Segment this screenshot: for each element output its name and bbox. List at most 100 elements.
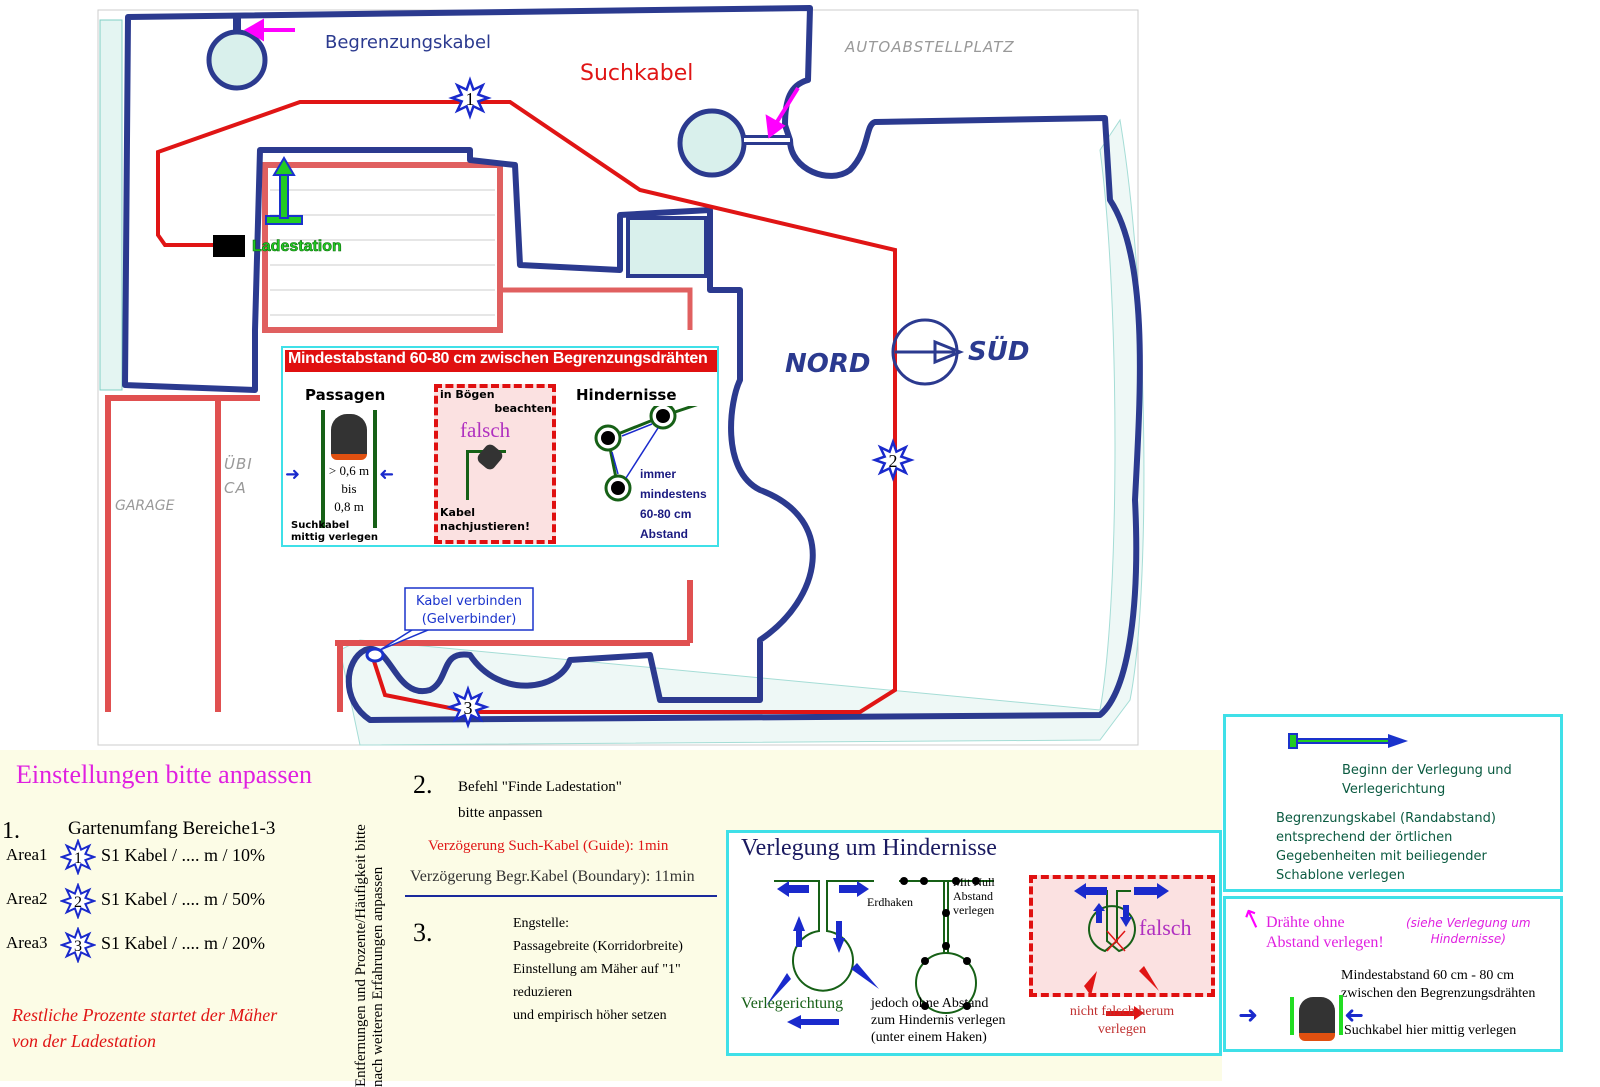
carport-label: ÜBI CA (224, 455, 253, 497)
info-header: Mindestabstand 60-80 cm zwischen Begrenz… (285, 350, 717, 372)
step3-line: Passagebreite (Korridorbreite) (513, 939, 683, 954)
tree-right (677, 108, 747, 178)
area-number: 1 (466, 89, 475, 109)
obstacles-note: mindestens (640, 487, 707, 501)
boundary-cable (122, 5, 1143, 723)
star-icon: 2 (60, 883, 96, 919)
boundary-line: entsprechend der örtlichen (1276, 830, 1453, 845)
obstacles-note: Abstand (640, 527, 688, 541)
measure-line: 0,8 m (334, 499, 364, 514)
zero-gap-line: verlegen (953, 903, 995, 917)
direction-arrows-icon (766, 881, 1169, 1029)
passagen-note: Suchkabel (291, 520, 350, 531)
obstacles-box: Verlegung um Hindernisse falsch Erdhaken… (726, 830, 1222, 1056)
remark-line: von der Ladestation (12, 1031, 156, 1051)
area-number: 3 (74, 938, 82, 955)
center-note: Suchkabel hier mittig verlegen (1344, 1023, 1517, 1038)
flowerbed (626, 216, 708, 278)
bends-note: Kabel (440, 506, 476, 519)
wrong-way-box (1029, 875, 1215, 997)
direction-label: Verlegerichtung (741, 995, 844, 1012)
no-gap-line: Drähte ohne (1266, 914, 1345, 931)
wire-left (1290, 997, 1294, 1035)
charging-station-icon (213, 235, 245, 257)
compass: NORD SÜD (785, 318, 1029, 386)
connector-callout (404, 587, 534, 631)
wire-right (373, 410, 377, 528)
bends-title: in Bögen (440, 388, 495, 401)
step1-title: Gartenumfang Bereiche1-3 (68, 818, 276, 839)
min-dist-line: Mindestabstand 60 cm - 80 cm (1341, 968, 1515, 983)
hedge-left (99, 19, 123, 391)
area-number: 2 (74, 894, 82, 911)
magenta-arrow-icon: ↑ (1236, 901, 1270, 939)
garage-outline (105, 395, 693, 712)
bends-note: nachjustieren! (440, 520, 530, 533)
passagen-title: Passagen (305, 386, 386, 404)
star-icon (448, 76, 492, 120)
zero-gap-line: Abstand (953, 889, 993, 903)
south-label: SÜD (968, 334, 1029, 367)
step3-line: Einstellung am Mäher auf "1" (513, 962, 681, 977)
star-icon (446, 685, 490, 729)
info-panel: Mindestabstand 60-80 cm zwischen Begrenz… (281, 346, 719, 547)
arrow-left-icon: ➜ (379, 464, 395, 485)
garage-label: GARAGE (115, 498, 175, 514)
area-number: 2 (889, 451, 898, 471)
boundary-line: Gegebenheiten mit beiliegender (1276, 849, 1487, 864)
area-number: 1 (74, 850, 82, 867)
terrace-wall (500, 287, 693, 330)
obstacles-icon (594, 406, 698, 502)
see-line: Hindernisse) (1430, 932, 1506, 946)
area-label: Area1 (6, 845, 48, 864)
vertical-note: Entfernungen und Prozente/Häufigkeit bit… (353, 824, 369, 1087)
see-line: (siehe Verlegung um (1406, 916, 1531, 930)
arrow-right-icon: ➜ (1238, 1001, 1259, 1029)
measure-line: bis (341, 481, 357, 496)
obstacles-note: 60-80 cm (640, 507, 692, 521)
step2-line: bitte anpassen (458, 805, 543, 821)
station-label: Ladestation (252, 238, 342, 255)
area-marker-2: 2 (871, 438, 915, 482)
boundary-delay: Verzögerung Begr.Kabel (Boundary): 11min (410, 868, 695, 885)
guide-delay: Verzögerung Such-Kabel (Guide): 1min (428, 838, 669, 854)
min-dist-line: zwischen den Begrenzungsdrähten (1341, 986, 1536, 1001)
obstacle-note: zum Hindernis verlegen (871, 1013, 1006, 1028)
callout-line: Kabel verbinden (416, 594, 522, 609)
wire-left (321, 410, 325, 528)
wire-right (1339, 995, 1343, 1035)
bends-warning-box: in Bögen beachten falsch Kabel nachjusti… (434, 384, 556, 544)
step2-line: Befehl "Finde Ladestation" (458, 779, 622, 795)
star-icon (871, 438, 915, 482)
arrow-right-icon: ➜ (285, 464, 301, 485)
area-setting: S1 Kabel / .... m / 20% (101, 933, 265, 953)
boundary-cable-label: Begrenzungskabel (325, 32, 491, 53)
mower-icon (331, 414, 367, 460)
callout-line: (Gelverbinder) (422, 612, 517, 627)
start-line: Beginn der Verlegung und (1342, 763, 1512, 778)
no-gap-line: Abstand verlegen! (1266, 934, 1384, 951)
mower-icon (1299, 997, 1335, 1041)
step3-number: 3. (413, 918, 433, 947)
vertical-note: nach weiteren Erfahrungen anpassen (370, 866, 386, 1087)
boundary-line: Schablone verlegen (1276, 868, 1405, 883)
bends-title: beachten (494, 402, 552, 415)
parking-label: AUTOABSTELLPLATZ (844, 38, 1015, 56)
obstacles-note: immer (640, 467, 677, 481)
obstacles-diagram (766, 877, 1169, 1029)
passagen-note: mittig verlegen (291, 532, 378, 543)
hooks-label: Erdhaken (867, 895, 913, 909)
step3-line: Engstelle: (513, 916, 569, 931)
garden-map: Ladestation Begrenzungskabel Suchkabel A… (97, 5, 1145, 746)
area-number: 3 (464, 698, 473, 718)
area-marker-3: 3 (446, 685, 490, 729)
legend-distance-box: ↑ Drähte ohne Abstand verlegen! (siehe V… (1223, 896, 1563, 1052)
step2-number: 2. (413, 770, 433, 799)
wrong-note: nicht falsch herum (1069, 1004, 1175, 1019)
area-label: Area2 (6, 889, 48, 908)
start-line: Verlegerichtung (1342, 782, 1446, 797)
start-direction-icon (1288, 733, 1408, 749)
step3-line: reduzieren (513, 985, 573, 1000)
tree-top-left (206, 29, 268, 91)
ground-hook-icon (900, 877, 980, 1010)
